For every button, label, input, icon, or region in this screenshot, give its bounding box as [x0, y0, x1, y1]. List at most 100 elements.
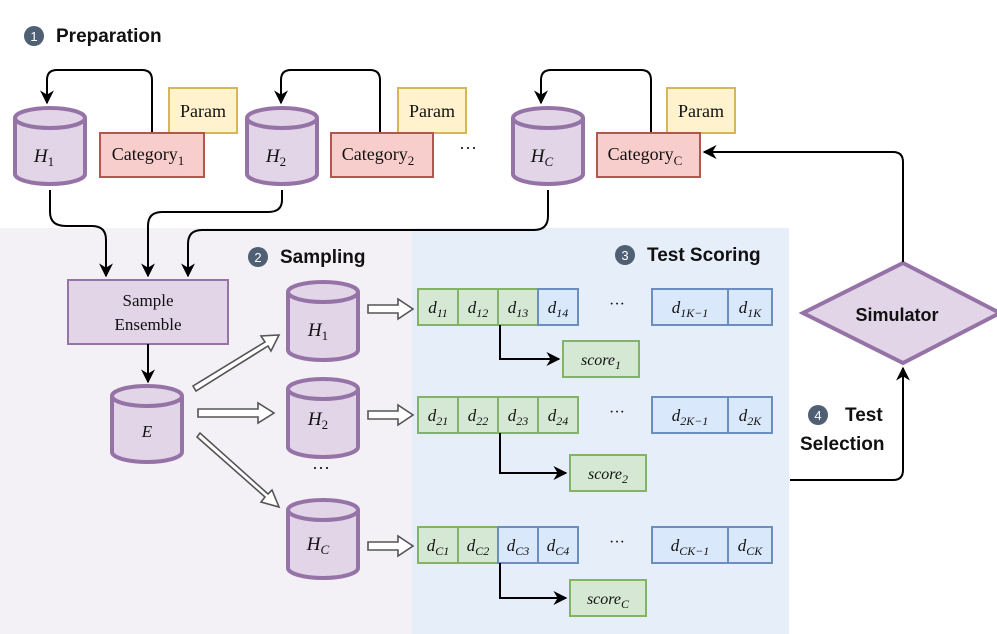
param-box-1	[168, 87, 238, 134]
category-label-c: Category	[608, 144, 674, 164]
param-box-2	[397, 87, 467, 134]
database-h2: H2	[245, 106, 319, 186]
score-cell	[417, 288, 459, 326]
svg-text:CategoryC: CategoryC	[608, 144, 683, 168]
score-cell-label: dC3	[507, 536, 530, 558]
score-cell-tail-label: d2K−1	[672, 406, 709, 428]
step-1-number: 1	[30, 29, 37, 44]
score-cell-label: dC1	[427, 536, 450, 558]
database-e: E	[110, 384, 184, 464]
score-cell-tail	[651, 396, 729, 434]
score-arrow	[499, 325, 561, 366]
sampled-h1-sub: 1	[322, 328, 329, 343]
score-cell-label: d13	[508, 298, 529, 320]
arrow-h1-to-ensemble	[49, 190, 113, 278]
hollow-arrow-row-c	[367, 534, 415, 558]
prep-group-2: H2 Param Category2	[245, 69, 467, 186]
step-1-label: 1 Preparation	[24, 26, 162, 47]
step-2-label: 2 Sampling	[248, 247, 366, 268]
hollow-arrow-e-hc	[195, 431, 281, 509]
category-label-2: Category	[342, 144, 408, 164]
arrow-scoring-to-simulator	[790, 366, 910, 481]
database-sampled-h1: H1	[286, 280, 360, 362]
prep-group-1: H1 Param Category1	[13, 69, 238, 186]
score-label: score1	[581, 352, 621, 372]
sampled-h1-label: H	[307, 320, 323, 341]
svg-text:Category2: Category2	[342, 144, 414, 168]
param-label-2: Param	[409, 101, 455, 121]
simulator-label: Simulator	[855, 305, 938, 325]
score-cell	[497, 526, 539, 564]
hollow-arrow-row-2	[367, 403, 415, 427]
category-box-c	[596, 132, 701, 178]
svg-text:H1: H1	[33, 146, 54, 169]
score-cell-label: dC4	[547, 536, 570, 558]
score-cell-label: d22	[468, 406, 489, 428]
prep-group-c: HC Param CategoryC	[511, 69, 736, 186]
step-1-badge	[24, 26, 44, 46]
db-e-label: E	[141, 422, 153, 441]
score-cell-tail-label: dCK−1	[671, 536, 710, 558]
svg-text:Category1: Category1	[112, 144, 184, 168]
feedback-arrow-2	[274, 69, 381, 133]
sample-ensemble-line1: Sample	[123, 291, 174, 310]
hollow-arrow-e-h1	[191, 334, 281, 393]
database-hc: HC	[511, 106, 585, 186]
category-sub-c: C	[674, 153, 683, 168]
sample-ensemble-box	[67, 279, 229, 345]
category-box-1	[99, 132, 205, 178]
selection-heading-line1: Test	[845, 405, 883, 426]
step-4-number: 4	[814, 408, 821, 423]
database-sampled-hc: HC	[286, 498, 360, 580]
step-2-badge	[248, 247, 268, 267]
row-ellipsis: ···	[609, 404, 625, 421]
hollow-arrows-rows	[367, 297, 415, 558]
score-cell	[497, 288, 539, 326]
score-cell-label: d21	[428, 406, 449, 428]
score-cell-tail-label: dCK	[738, 536, 764, 558]
category-sub-1: 1	[178, 153, 185, 168]
sampling-heading: Sampling	[280, 247, 366, 268]
score-cell-tail-label: d2K	[739, 406, 763, 428]
score-cell-label: d12	[468, 298, 489, 320]
score-cell	[537, 288, 579, 326]
score-cell-tail-label: d1K	[739, 298, 763, 320]
score-cell-tail-label: d1K−1	[672, 298, 709, 320]
score-cell	[537, 396, 579, 434]
db-h2-label: H	[265, 146, 281, 167]
selection-heading-line2: Selection	[800, 434, 884, 455]
database-sampled-h2: H2	[286, 377, 360, 459]
arrow-h2-to-ensemble	[141, 190, 283, 278]
score-box	[569, 579, 647, 617]
score-arrow	[499, 563, 568, 605]
score-cell-label: d23	[508, 406, 529, 428]
hollow-arrow-row-1	[367, 297, 415, 321]
feedback-arrow-1	[40, 69, 153, 133]
score-cell-label: dC2	[467, 536, 490, 558]
step-3-badge	[615, 245, 635, 265]
score-cell	[417, 526, 459, 564]
score-box	[562, 340, 640, 378]
arrow-hc-to-ensemble	[181, 190, 549, 278]
score-cell-label: d24	[548, 406, 569, 428]
score-cell-tail	[727, 288, 773, 326]
db-h2-sub: 2	[280, 154, 287, 169]
score-cell	[537, 526, 579, 564]
step-3-label: 3 Test Scoring	[615, 245, 761, 266]
category-sub-2: 2	[408, 153, 415, 168]
prep-ellipsis: ···	[459, 138, 477, 158]
score-cell-label: d11	[428, 298, 448, 320]
score-label: scoreC	[587, 591, 630, 611]
category-label-1: Category	[112, 144, 178, 164]
scoring-heading: Test Scoring	[647, 245, 761, 266]
score-label: score2	[588, 466, 628, 486]
feedback-arrow-c	[534, 69, 652, 133]
svg-text:H2: H2	[265, 146, 286, 169]
hollow-arrow-e-h2	[197, 401, 276, 425]
score-cell-tail	[727, 396, 773, 434]
sampled-h2-sub: 2	[322, 417, 329, 432]
sample-ensemble-line2: Ensemble	[114, 315, 181, 334]
param-label-c: Param	[678, 101, 724, 121]
score-box	[569, 454, 647, 492]
